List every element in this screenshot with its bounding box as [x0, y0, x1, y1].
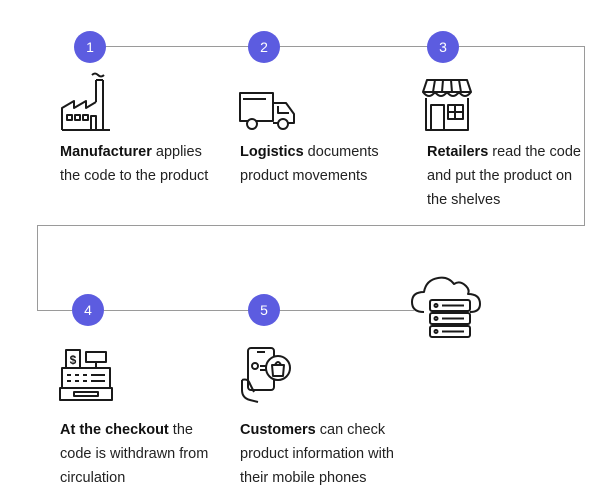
step-3-description: Retailers read the code and put the prod… — [427, 140, 587, 212]
step-3-role: Retailers — [427, 144, 489, 160]
step-4-text: the code is withdrawn from circulation — [60, 422, 209, 486]
step-1-badge: 1 — [74, 31, 106, 63]
step-4-description: At the checkout the code is withdrawn fr… — [60, 418, 210, 490]
step-1-role: Manufacturer — [60, 144, 152, 160]
truck-icon — [238, 90, 298, 132]
step-3-text: read the code and put the product on the… — [427, 144, 581, 208]
step-2-role: Logistics — [240, 144, 304, 160]
step-4-role: At the checkout — [60, 422, 169, 438]
step-5-description: Customers can check product information … — [240, 418, 405, 490]
factory-icon — [60, 72, 112, 132]
step-2-badge: 2 — [248, 31, 280, 63]
step-5-text: can check product information with their… — [240, 422, 394, 486]
flow-line-right — [584, 46, 585, 225]
mobile-phone-shopping-icon — [240, 346, 300, 404]
cash-register-icon: $ — [58, 348, 114, 402]
step-1-text: applies the code to the product — [60, 144, 209, 184]
flow-line-bottom — [37, 310, 414, 311]
step-5-badge: 5 — [248, 294, 280, 326]
step-3-badge: 3 — [427, 31, 459, 63]
svg-text:$: $ — [70, 353, 77, 367]
flow-line-middle — [37, 225, 585, 226]
step-1-description: Manufacturer applies the code to the pro… — [60, 140, 220, 188]
store-icon — [421, 78, 473, 132]
step-2-text: documents product movements — [240, 144, 379, 184]
flow-line-left — [37, 225, 38, 310]
step-5-role: Customers — [240, 422, 316, 438]
step-2-description: Logistics documents product movements — [240, 140, 390, 188]
cloud-server-icon — [410, 270, 492, 344]
step-4-badge: 4 — [72, 294, 104, 326]
flow-line-top — [90, 46, 584, 47]
